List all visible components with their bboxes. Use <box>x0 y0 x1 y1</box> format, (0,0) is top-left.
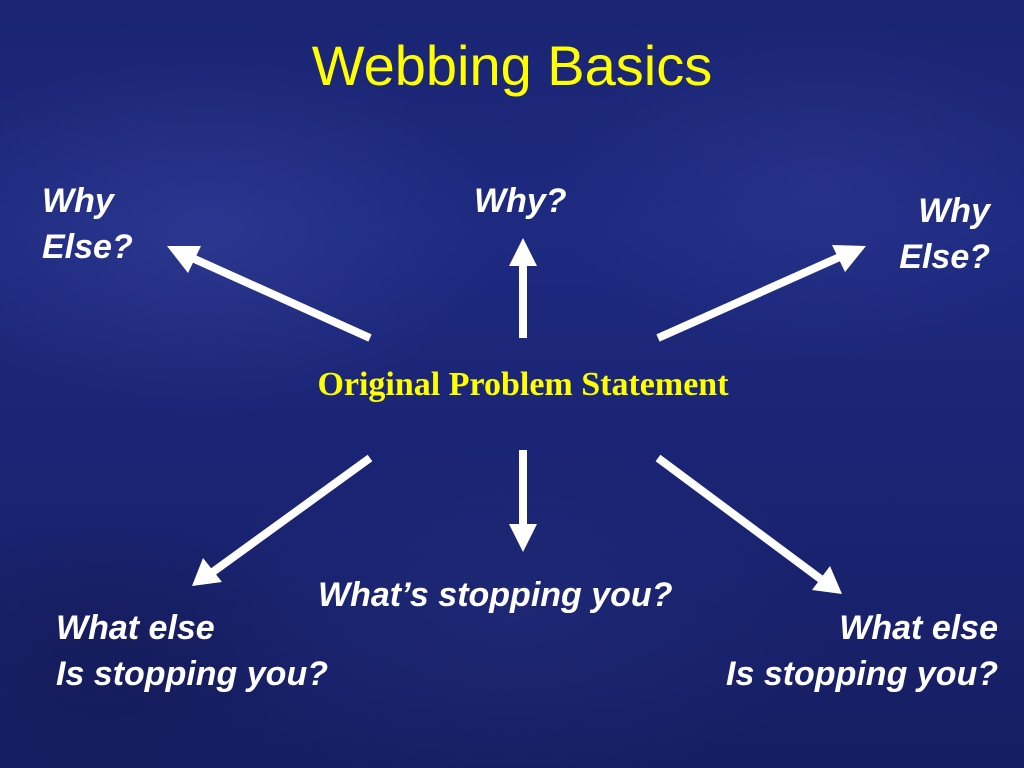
label-why-else-left-line1: Why <box>42 182 114 220</box>
label-why-else-right: Why Else? <box>884 188 990 280</box>
arrow-up-left <box>167 246 372 342</box>
label-whats-stopping-you-text: What’s stopping you? <box>318 576 673 614</box>
label-what-else-left-line2: Is stopping you? <box>56 655 328 693</box>
arrow-down-left <box>192 454 373 586</box>
arrow-down <box>509 450 537 552</box>
label-what-else-right-line1: What else <box>839 609 998 647</box>
label-what-else-left: What else Is stopping you? <box>56 605 328 697</box>
arrow-up <box>509 238 537 338</box>
label-why-else-right-line2: Else? <box>899 238 990 276</box>
label-why-else-left-line2: Else? <box>42 228 133 266</box>
arrow-up-right <box>656 245 866 342</box>
arrow-down-right <box>655 454 842 594</box>
label-why: Why? <box>474 178 567 224</box>
label-what-else-left-line1: What else <box>56 609 215 647</box>
label-why-text: Why? <box>474 182 567 220</box>
label-what-else-right-line2: Is stopping you? <box>726 655 998 693</box>
label-why-else-right-line1: Why <box>918 192 990 230</box>
original-problem-statement: Original Problem Statement <box>317 366 729 403</box>
slide-title: Webbing Basics <box>311 34 713 97</box>
label-whats-stopping-you: What’s stopping you? <box>318 572 672 618</box>
label-why-else-left: Why Else? <box>42 178 133 270</box>
label-what-else-right: What else Is stopping you? <box>640 605 998 697</box>
